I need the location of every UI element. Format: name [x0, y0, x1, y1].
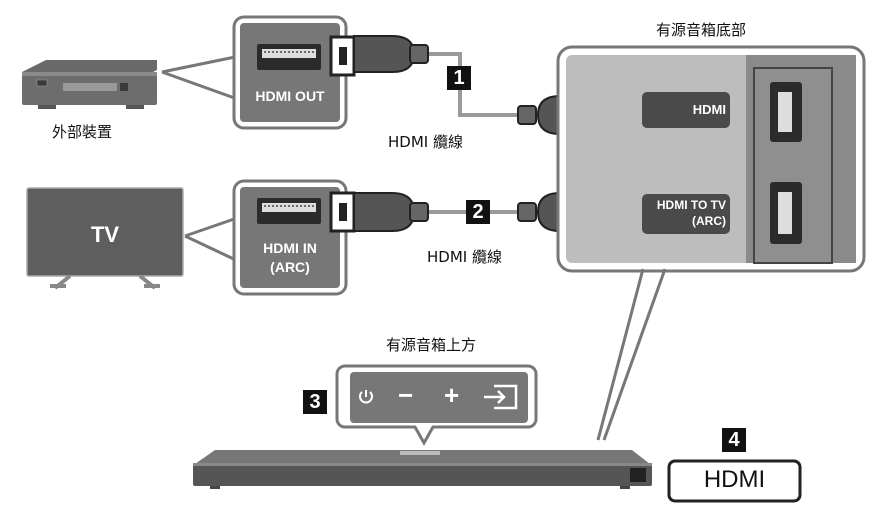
tv-icon	[26, 187, 184, 290]
tv-label: TV	[90, 222, 120, 247]
hdmi-out-panel	[232, 15, 348, 130]
volume-up-button: +	[444, 380, 460, 410]
rear-hdmi-tv-label-line2: (ARC)	[692, 214, 726, 228]
soundbar-icon	[193, 450, 652, 489]
power-icon	[359, 390, 373, 404]
source-icon	[484, 384, 518, 410]
cable-2-label: HDMI 纜線	[427, 248, 502, 266]
hdmi-out-label: HDMI OUT	[255, 88, 325, 104]
top-panel-title: 有源音箱上方	[386, 336, 477, 354]
external-device-icon	[22, 60, 157, 109]
rear-hdmi-label: HDMI	[692, 102, 726, 117]
rear-panel-title: 有源音箱底部	[656, 21, 747, 39]
soundbar-top-panel	[335, 364, 538, 447]
external-device-label: 外部裝置	[52, 123, 113, 141]
hdmi-in-label-line2: (ARC)	[270, 259, 310, 275]
step-1-badge: 1	[447, 66, 471, 90]
step-2-badge: 2	[466, 200, 490, 224]
hdmi-in-label-line1: HDMI IN	[263, 240, 317, 256]
hdmi-logo-box	[667, 459, 802, 503]
cable-1-label: HDMI 纜線	[388, 133, 463, 151]
step-4-badge: 4	[722, 428, 746, 452]
rear-hdmi-tv-label-line1: HDMI TO TV	[656, 198, 726, 212]
volume-down-button: −	[398, 380, 414, 410]
hdmi-in-panel	[232, 179, 348, 296]
soundbar-rear-panel	[556, 45, 866, 273]
step-3-badge: 3	[303, 390, 327, 414]
hdmi-big-label: HDMI	[703, 466, 766, 493]
